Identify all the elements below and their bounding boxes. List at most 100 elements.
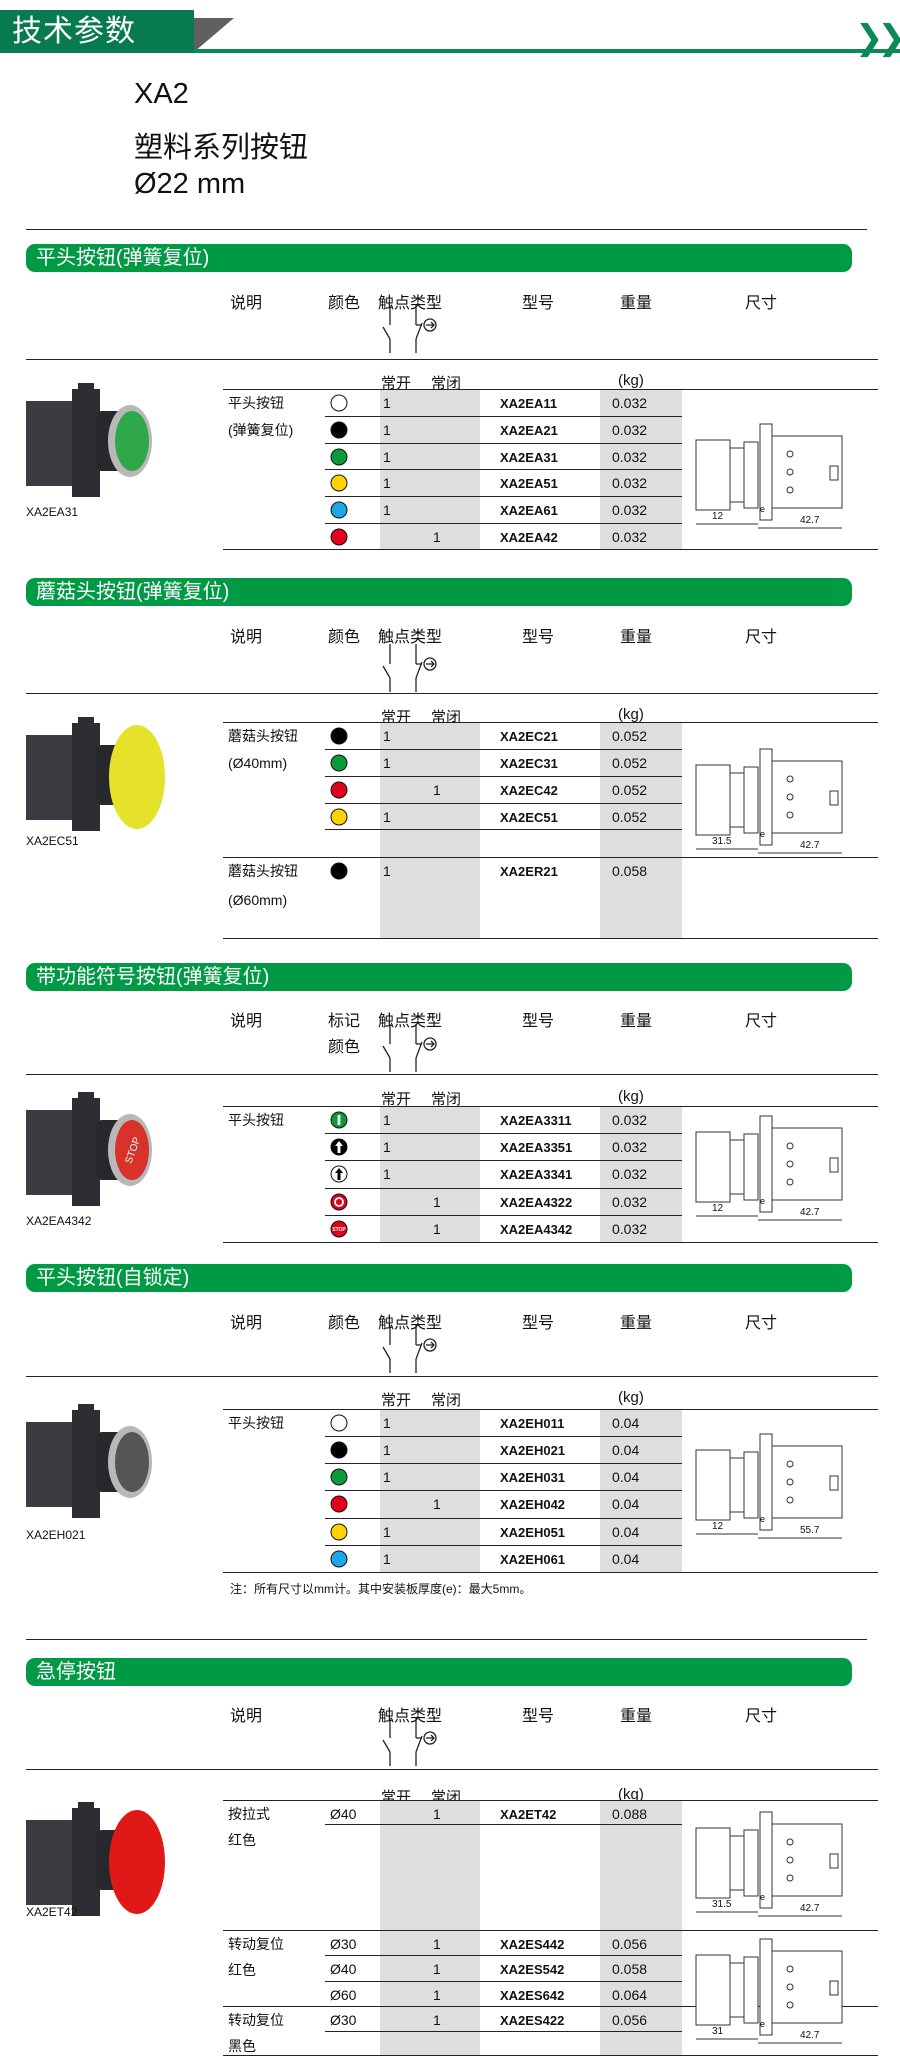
row-normally-open-count: 1 (383, 755, 391, 771)
row-weight: 0.056 (612, 1936, 648, 1952)
weight-column-shading (600, 723, 682, 938)
row-normally-open-count: 1 (383, 1112, 391, 1128)
divider (26, 1769, 878, 1770)
dimension-label: e (760, 829, 766, 839)
row-model-number: XA2ES422 (500, 2013, 565, 2028)
contact-column-shading (380, 1410, 480, 1572)
row-divider (325, 1188, 682, 1189)
divider (223, 1106, 878, 1107)
row-weight: 0.032 (612, 422, 648, 438)
column-header-weight: 重量 (620, 1315, 653, 1332)
symbol-o-red-icon (330, 1193, 348, 1216)
row-description: 平头按钮 (228, 395, 284, 411)
row-model-number: XA2EA11 (500, 396, 558, 411)
symbol-up-black-icon (330, 1138, 348, 1161)
dimension-label: 12 (712, 1203, 724, 1214)
subheader-normally-open: 常开 (381, 1392, 412, 1409)
row-model-number: XA2ES542 (500, 1962, 565, 1977)
dimension-label: e (760, 1196, 766, 1206)
header-wedge-decoration (194, 18, 234, 52)
row-description: 蘑菇头按钮 (228, 728, 298, 744)
column-header-desc: 说明 (230, 295, 263, 312)
row-description: 按拉式 (228, 1806, 270, 1822)
contact-type-symbols-icon (378, 305, 450, 358)
row-model-number: XA2EH021 (500, 1443, 566, 1458)
divider (223, 389, 878, 390)
row-divider (325, 1545, 682, 1546)
product-photo-label: XA2ET42 (26, 1905, 78, 1919)
product-photo: STOP (22, 1090, 172, 1220)
column-header-weight: 重量 (620, 1013, 653, 1030)
subheader-normally-closed: 常闭 (431, 709, 462, 726)
row-divider (325, 1955, 682, 1956)
column-header-contact: 触点类型 (378, 1013, 443, 1030)
dimension-drawing (690, 1112, 850, 1227)
dimension-drawing (690, 745, 850, 860)
column-header-weight: 重量 (620, 295, 653, 312)
divider (26, 1376, 878, 1377)
row-divider (325, 1215, 682, 1216)
subheader-weight-unit: (kg) (618, 1088, 644, 1105)
subheader-weight-unit: (kg) (618, 1389, 644, 1406)
row-weight: 0.04 (612, 1415, 640, 1431)
row-normally-closed-count: 1 (433, 1987, 441, 2003)
divider (223, 722, 878, 723)
symbol-stop-red-icon: STOP (330, 1220, 348, 1243)
subheader-normally-open: 常开 (381, 375, 412, 392)
row-model-number: XA2EA61 (500, 503, 558, 518)
weight-column-shading (600, 1107, 682, 1242)
row-diameter: Ø40 (330, 1806, 357, 1822)
contact-column-shading (380, 1107, 480, 1242)
row-weight: 0.04 (612, 1442, 640, 1458)
row-weight: 0.032 (612, 529, 648, 545)
row-divider (325, 1160, 682, 1161)
green-dot-icon (330, 754, 348, 777)
dimension-label: 42.7 (800, 1207, 820, 1218)
symbol-up-white-icon (330, 1165, 348, 1188)
row-divider (325, 1436, 682, 1437)
divider (223, 549, 878, 550)
row-weight: 0.032 (612, 1139, 648, 1155)
dimension-drawing (690, 1430, 850, 1545)
row-normally-closed-count: 1 (433, 1221, 441, 1237)
dimension-label: 31.5 (712, 1899, 732, 1910)
row-model-number: XA2EH011 (500, 1416, 565, 1431)
row-diameter: Ø30 (330, 2012, 357, 2028)
section-title-bar: 平头按钮(弹簧复位) (26, 244, 852, 272)
column-header-weight: 重量 (620, 629, 653, 646)
contact-type-symbols-icon (378, 644, 450, 697)
yellow-dot-icon (330, 808, 348, 831)
row-weight: 0.088 (612, 1806, 648, 1822)
row-normally-open-count: 1 (383, 1166, 391, 1182)
column-header-color: 颜色 (328, 295, 361, 312)
dimension-label: 42.7 (800, 840, 820, 851)
column-header-dim: 尺寸 (745, 1708, 778, 1725)
column-header-dim: 尺寸 (745, 1013, 778, 1030)
row-model-number: XA2EA3341 (500, 1167, 573, 1182)
row-normally-closed-count: 1 (433, 1961, 441, 1977)
contact-type-symbols-icon (378, 1325, 450, 1378)
row-weight: 0.052 (612, 782, 648, 798)
row-description-line2: 红色 (228, 1832, 256, 1848)
dimension-label: e (760, 1514, 766, 1524)
header-rule (194, 49, 900, 53)
row-weight: 0.032 (612, 475, 648, 491)
column-header-model: 型号 (522, 1315, 555, 1332)
row-description: 转动复位 (228, 2012, 284, 2028)
row-normally-open-count: 1 (383, 863, 391, 879)
dimension-label: 42.7 (800, 1903, 820, 1914)
section-title-bar: 带功能符号按钮(弹簧复位) (26, 963, 852, 991)
row-normally-closed-count: 1 (433, 529, 441, 545)
double-chevron-right-icon[interactable]: ❯❯ (855, 19, 900, 57)
row-group-divider (223, 2006, 878, 2007)
row-weight: 0.04 (612, 1551, 640, 1567)
row-normally-closed-count: 1 (433, 2012, 441, 2028)
section-title-bar: 平头按钮(自锁定) (26, 1264, 852, 1292)
subheader-normally-closed: 常闭 (431, 1091, 462, 1108)
column-header-model: 型号 (522, 629, 555, 646)
row-weight: 0.056 (612, 2012, 648, 2028)
dimension-label: 31 (712, 2026, 724, 2037)
row-normally-open-count: 1 (383, 1524, 391, 1540)
section-title-bar: 蘑菇头按钮(弹簧复位) (26, 578, 852, 606)
row-weight: 0.032 (612, 1194, 648, 1210)
